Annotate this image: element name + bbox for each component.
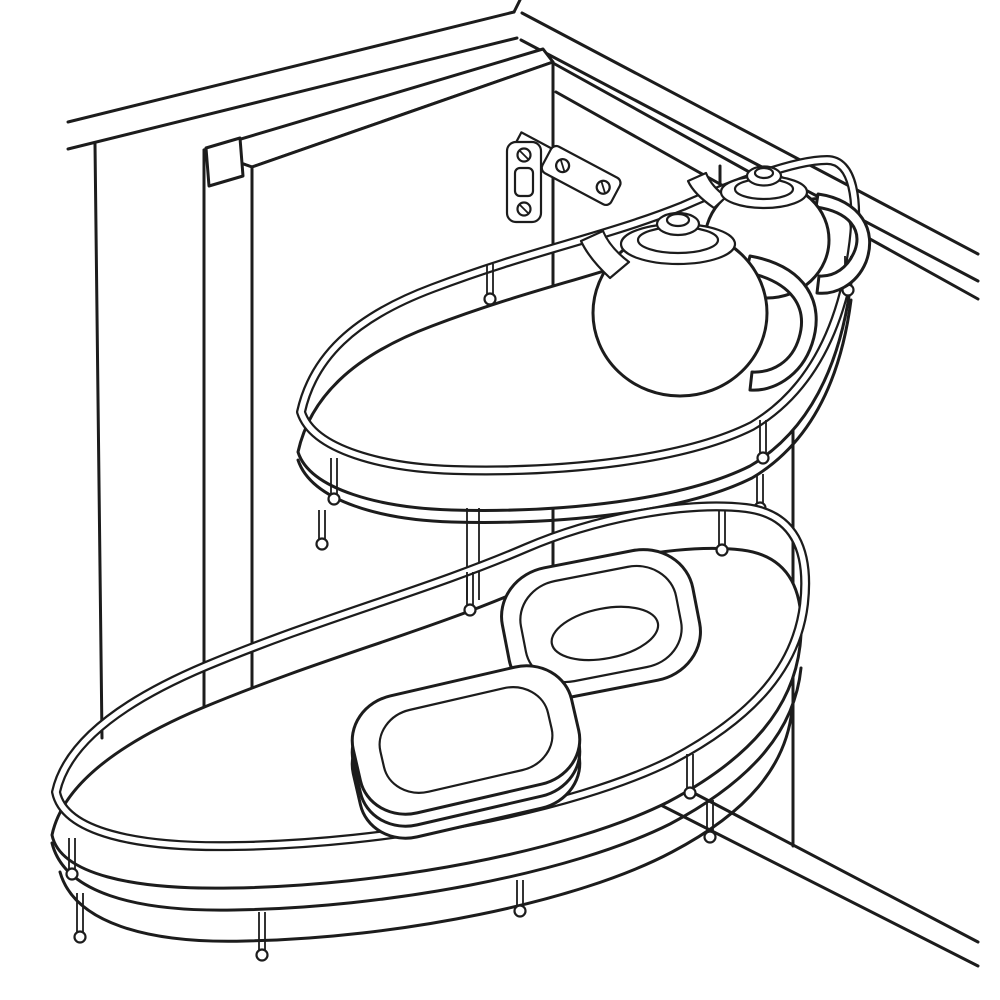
countertop-front-edge-right-top bbox=[520, 11, 980, 256]
countertop-front-edge-right-bottom bbox=[519, 38, 980, 283]
teapot-front-spout bbox=[579, 229, 631, 280]
hinge-screw-slot bbox=[600, 181, 606, 193]
teapot-back-knob bbox=[745, 165, 783, 187]
teapot-front-handle bbox=[744, 254, 818, 392]
countertop-front-edge-left-bottom bbox=[66, 36, 519, 151]
rail-post-foot bbox=[65, 867, 79, 881]
hinge-cup bbox=[505, 140, 543, 224]
rail-post-foot bbox=[715, 543, 729, 557]
lower-shelf-bottom-ring bbox=[58, 708, 794, 943]
rail-post-foot bbox=[683, 786, 697, 800]
under-pin-foot bbox=[703, 830, 717, 844]
rail-post-foot bbox=[463, 603, 477, 617]
teapot-back-knob-top bbox=[753, 166, 775, 180]
hinge-screw-slot bbox=[560, 159, 566, 172]
hinge-screw-slot bbox=[519, 150, 529, 160]
rail-post-foot bbox=[756, 451, 770, 465]
plate-top bbox=[350, 664, 582, 816]
countertop-front-edge-left-top bbox=[66, 10, 516, 124]
under-pin-foot bbox=[255, 948, 269, 962]
square-bowl bbox=[500, 548, 702, 700]
lower-shelf-board-edge bbox=[50, 666, 803, 912]
hinge-cup-plate bbox=[505, 140, 543, 224]
lower-shelf-rail bbox=[53, 503, 808, 849]
cabinet-left-side-edge bbox=[93, 142, 104, 740]
bowl-inner-rim bbox=[519, 564, 683, 684]
lower-shelf-under-pins bbox=[73, 800, 717, 962]
countertop-corner-tick bbox=[512, 0, 522, 14]
plate-top-inner-rim bbox=[378, 686, 554, 794]
cabinet-bottom-edge-top bbox=[648, 768, 980, 944]
hinge-screw-slot bbox=[519, 204, 529, 214]
under-pin-foot bbox=[73, 930, 87, 944]
teapot-front bbox=[579, 211, 818, 398]
under-pin-foot bbox=[513, 904, 527, 918]
bowl-outer-rim bbox=[500, 548, 702, 700]
rail-post-foot bbox=[483, 292, 497, 306]
bowl-inner-base bbox=[550, 605, 660, 662]
under-pin-foot bbox=[315, 537, 329, 551]
hinge-cup-inner bbox=[513, 166, 535, 198]
upper-shelf-rail bbox=[298, 157, 858, 474]
teapot-front-knob bbox=[655, 211, 701, 237]
cabinet-bottom-edge-bottom bbox=[641, 794, 980, 968]
teapot-front-knob-top bbox=[665, 212, 691, 228]
door-corner-bracket bbox=[204, 136, 245, 188]
plate-stack bbox=[350, 664, 582, 840]
rail-post-foot bbox=[327, 492, 341, 506]
lower-shelf-rail-posts bbox=[65, 510, 729, 881]
teapot-back-handle bbox=[814, 192, 872, 295]
hinge bbox=[505, 131, 622, 224]
